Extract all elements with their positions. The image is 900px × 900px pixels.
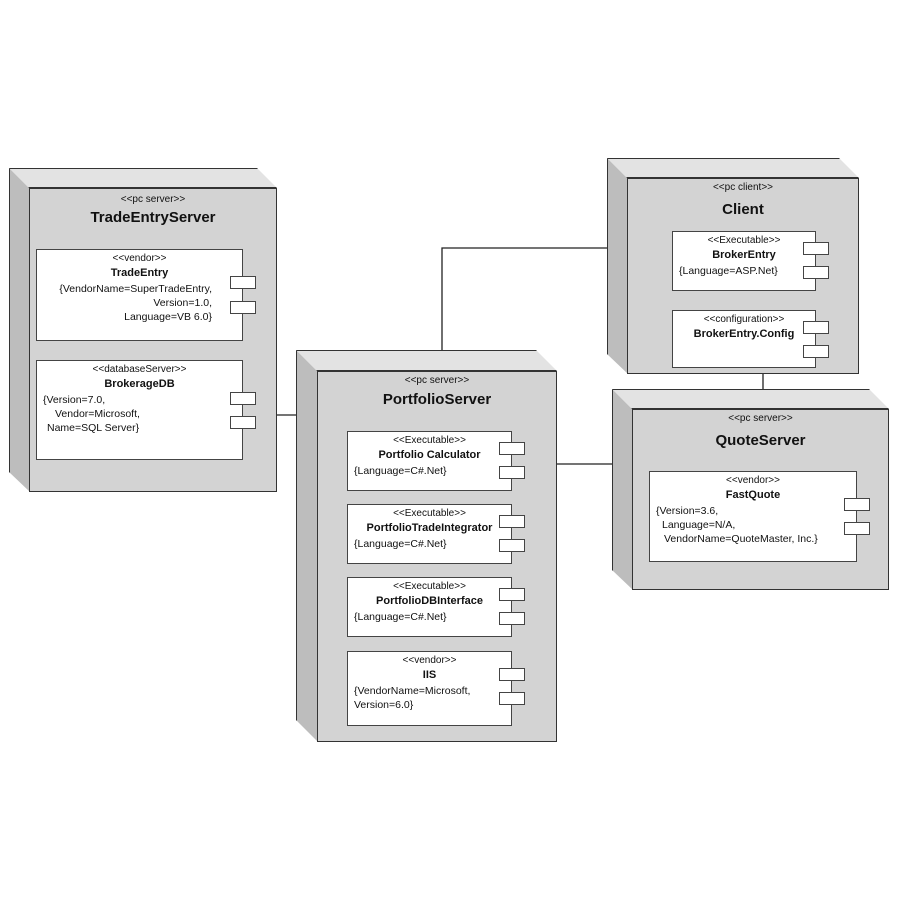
component-tab-icon (499, 588, 525, 601)
component-name: IIS (422, 669, 437, 681)
component-tab-icon (499, 612, 525, 625)
property-line: {Language=C#.Net} (354, 611, 447, 623)
node-side-face (9, 168, 30, 492)
component-tab-icon (499, 692, 525, 705)
component-properties: {Language=C#.Net} (348, 537, 511, 551)
component-properties: {Language=C#.Net} (348, 610, 511, 624)
component-tab-icon (844, 498, 870, 511)
component-name: BrokerEntry.Config (693, 328, 795, 340)
property-line: Vendor=Microsoft, (55, 408, 140, 420)
property-line: Version=1.0, (153, 297, 212, 309)
node-front-face: <<pc server>> PortfolioServer <<Executab… (317, 371, 557, 742)
node-title: Client (722, 201, 764, 218)
component-stereotype: <<Executable>> (393, 435, 466, 446)
component-tab-icon (844, 522, 870, 535)
property-line: {Version=7.0, (43, 394, 106, 406)
component-fastquote: <<vendor>> FastQuote {Version=3.6, Langu… (649, 471, 870, 562)
component-properties: {Version=3.6, Language=N/A, VendorName=Q… (650, 504, 856, 546)
node-client: <<pc client>> Client <<Executable>> Brok… (607, 158, 859, 374)
property-line: Language=N/A, (662, 519, 736, 531)
node-stereotype: <<pc server>> (404, 375, 470, 386)
component-brokeragedb: <<databaseServer>> BrokerageDB {Version=… (36, 360, 256, 460)
property-line: Name=SQL Server} (47, 422, 140, 434)
node-side-face (296, 350, 318, 742)
component-name: FastQuote (725, 489, 781, 501)
node-front-face: <<pc client>> Client <<Executable>> Brok… (627, 178, 859, 374)
component-name: PortfolioDBInterface (376, 595, 483, 607)
link-portfolioserver-client (441, 247, 612, 353)
property-line: {Version=3.6, (656, 505, 719, 517)
component-name: Portfolio Calculator (378, 449, 481, 461)
component-stereotype: <<vendor>> (112, 253, 167, 264)
node-tradeentryserver: <<pc server>> TradeEntryServer <<vendor>… (9, 168, 277, 492)
component-properties: {Language=ASP.Net} (673, 264, 815, 278)
node-top-face (296, 350, 557, 371)
component-tab-icon (499, 668, 525, 681)
component-portfolio-trade-integrator: <<Executable>> PortfolioTradeIntegrator … (347, 504, 525, 564)
node-title: QuoteServer (715, 432, 806, 449)
node-front-face: <<pc server>> TradeEntryServer <<vendor>… (29, 188, 277, 492)
component-stereotype: <<databaseServer>> (92, 364, 187, 375)
component-tab-icon (230, 416, 256, 429)
property-line: VendorName=QuoteMaster, Inc.} (664, 533, 818, 545)
component-stereotype: <<Executable>> (393, 508, 466, 519)
node-front-face: <<pc server>> QuoteServer <<vendor>> Fas… (632, 409, 889, 590)
component-properties: {Language=C#.Net} (348, 464, 511, 478)
component-brokerentry-config: <<configuration>> BrokerEntry.Config (672, 310, 829, 368)
component-stereotype: <<Executable>> (393, 581, 466, 592)
node-stereotype: <<pc server>> (728, 413, 793, 424)
property-line: {VendorName=SuperTradeEntry, (59, 283, 212, 295)
node-title: TradeEntryServer (90, 209, 216, 226)
component-tab-icon (803, 321, 829, 334)
component-tab-icon (499, 539, 525, 552)
component-properties: {VendorName=Microsoft, Version=6.0} (348, 684, 511, 712)
component-stereotype: <<configuration>> (703, 314, 785, 325)
component-stereotype: <<Executable>> (707, 235, 781, 246)
node-stereotype: <<pc server>> (120, 194, 186, 205)
component-name: TradeEntry (110, 267, 169, 279)
component-tradeentry: <<vendor>> TradeEntry {VendorName=SuperT… (36, 249, 256, 341)
property-line: Language=VB 6.0} (124, 311, 212, 323)
property-line: {Language=C#.Net} (354, 465, 447, 477)
component-tab-icon (499, 466, 525, 479)
component-portfolio-calculator: <<Executable>> Portfolio Calculator {Lan… (347, 431, 525, 491)
component-tab-icon (803, 345, 829, 358)
component-tab-icon (230, 301, 256, 314)
property-line: {Language=C#.Net} (354, 538, 447, 550)
node-title: PortfolioServer (382, 391, 492, 408)
component-tab-icon (803, 242, 829, 255)
component-stereotype: <<vendor>> (402, 655, 457, 666)
component-tab-icon (499, 515, 525, 528)
component-tab-icon (230, 276, 256, 289)
component-iis: <<vendor>> IIS {VendorName=Microsoft, Ve… (347, 651, 525, 726)
component-name: BrokerageDB (104, 378, 175, 390)
node-quoteserver: <<pc server>> QuoteServer <<vendor>> Fas… (612, 389, 889, 590)
component-name: PortfolioTradeIntegrator (366, 522, 493, 534)
node-stereotype: <<pc client>> (712, 182, 774, 193)
component-stereotype: <<vendor>> (726, 475, 780, 486)
node-top-face (9, 168, 277, 188)
component-tab-icon (803, 266, 829, 279)
component-properties: {VendorName=SuperTradeEntry, Version=1.0… (37, 282, 242, 324)
property-line: Version=6.0} (354, 699, 414, 711)
component-tab-icon (499, 442, 525, 455)
node-top-face (612, 389, 889, 409)
component-name: BrokerEntry (712, 249, 776, 261)
node-top-face (607, 158, 859, 178)
component-properties: {Version=7.0, Vendor=Microsoft, Name=SQL… (37, 393, 242, 435)
component-portfolio-db-interface: <<Executable>> PortfolioDBInterface {Lan… (347, 577, 525, 637)
property-line: {Language=ASP.Net} (679, 265, 778, 277)
node-portfolioserver: <<pc server>> PortfolioServer <<Executab… (296, 350, 557, 742)
node-side-face (612, 389, 633, 590)
node-side-face (607, 158, 628, 374)
property-line: {VendorName=Microsoft, (354, 685, 471, 697)
component-tab-icon (230, 392, 256, 405)
component-brokerentry: <<Executable>> BrokerEntry {Language=ASP… (672, 231, 829, 291)
